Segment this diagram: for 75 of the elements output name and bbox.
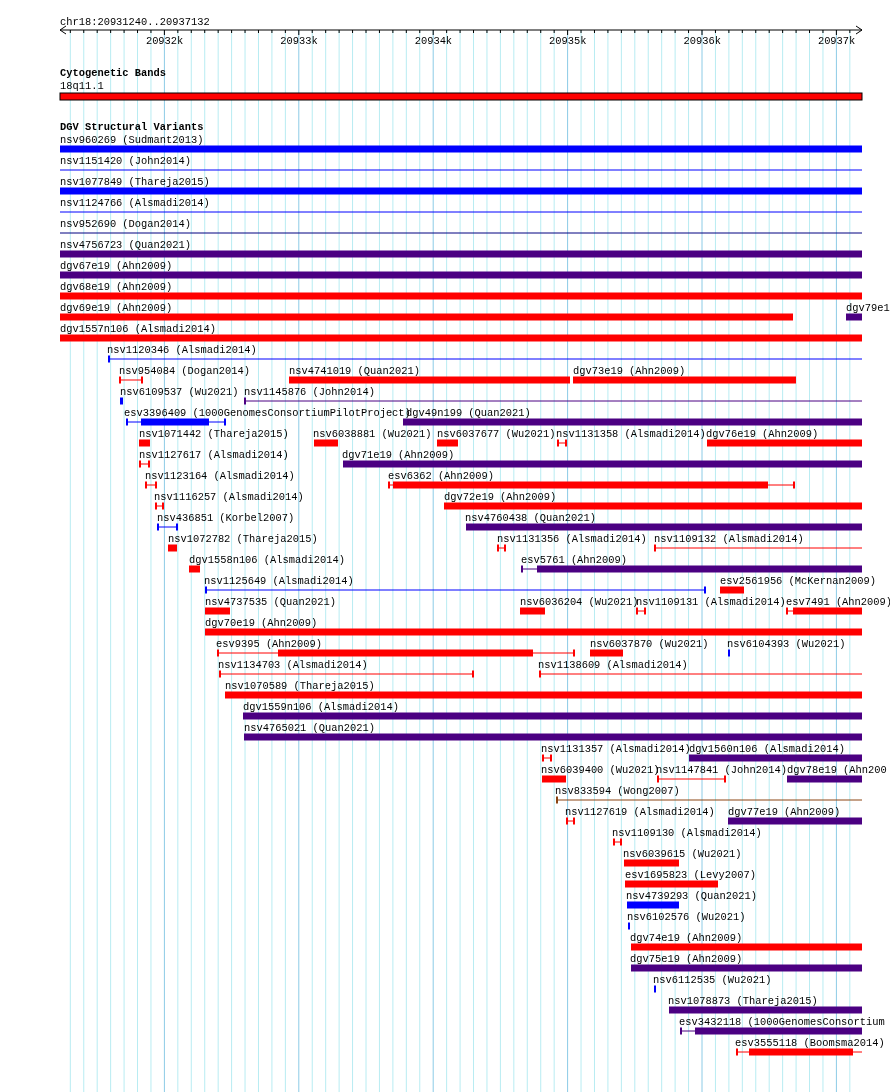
variant-label: dgv72e19 (Ahn2009) xyxy=(444,491,557,503)
variant-label: nsv4741019 (Quan2021) xyxy=(289,365,420,377)
variant-label: nsv1072782 (Thareja2015) xyxy=(168,533,318,545)
variant-label: nsv6109537 (Wu2021) xyxy=(120,386,239,398)
track-title: Cytogenetic Bands xyxy=(60,67,166,79)
variant-label: nsv1124766 (Alsmadi2014) xyxy=(60,197,210,209)
variant-label: dgv1558n106 (Alsmadi2014) xyxy=(189,554,345,566)
variant-label: nsv1134703 (Alsmadi2014) xyxy=(218,659,368,671)
variant-label: dgv1557n106 (Alsmadi2014) xyxy=(60,323,216,335)
variant-label: nsv6037677 (Wu2021) xyxy=(437,428,556,440)
variant-label: nsv4737535 (Quan2021) xyxy=(205,596,336,608)
variant-label: nsv1131358 (Alsmadi2014) xyxy=(556,428,706,440)
variant-label: dgv1559n106 (Alsmadi2014) xyxy=(243,701,399,713)
variant-label: nsv6102576 (Wu2021) xyxy=(627,911,746,923)
variant-label: nsv1109130 (Alsmadi2014) xyxy=(612,827,762,839)
variant-label: esv5761 (Ahn2009) xyxy=(521,554,627,566)
variant-label: nsv6038881 (Wu2021) xyxy=(313,428,432,440)
variant-label: esv3555118 (Boomsma2014) xyxy=(735,1037,885,1049)
variant-label: esv6362 (Ahn2009) xyxy=(388,470,494,482)
variant-label: nsv436851 (Korbel2007) xyxy=(157,512,295,524)
variant-label: esv2561956 (McKernan2009) xyxy=(720,575,876,587)
variant-label: nsv1109131 (Alsmadi2014) xyxy=(636,596,786,608)
variant-label: dgv73e19 (Ahn2009) xyxy=(573,365,686,377)
variant-label: nsv4760438 (Quan2021) xyxy=(465,512,596,524)
variant-label: dgv69e19 (Ahn2009) xyxy=(60,302,173,314)
variant-label: nsv1145876 (John2014) xyxy=(244,386,375,398)
variant-label: esv3432118 (1000GenomesConsortium xyxy=(679,1016,885,1028)
tick-label: 20936k xyxy=(683,35,721,47)
variant-label: dgv76e19 (Ahn2009) xyxy=(706,428,819,440)
variant-label: esv7491 (Ahn2009) xyxy=(786,596,890,608)
variant-label: nsv960269 (Sudmant2013) xyxy=(60,134,204,146)
variant-label: dgv67e19 (Ahn2009) xyxy=(60,260,173,272)
variant-label: nsv1131356 (Alsmadi2014) xyxy=(497,533,647,545)
variant-label: nsv833594 (Wong2007) xyxy=(555,785,680,797)
variant-label: nsv4739293 (Quan2021) xyxy=(626,890,757,902)
tick-label: 20932k xyxy=(145,35,184,47)
variant-label: nsv1123164 (Alsmadi2014) xyxy=(145,470,295,482)
variant-label: dgv75e19 (Ahn2009) xyxy=(630,953,743,965)
variant-label: nsv954084 (Dogan2014) xyxy=(119,365,250,377)
variant-label: dgv78e19 (Ahn200 xyxy=(787,764,887,776)
tick-label: 20937k xyxy=(817,35,856,47)
tick-label: 20933k xyxy=(280,35,318,47)
variant-label: nsv1127617 (Alsmadi2014) xyxy=(139,449,289,461)
variant-label: nsv1151420 (John2014) xyxy=(60,155,191,167)
variant-label: nsv1116257 (Alsmadi2014) xyxy=(154,491,304,503)
variant-label: nsv1078873 (Thareja2015) xyxy=(668,995,818,1007)
variant-label: dgv79e1 xyxy=(846,302,890,314)
track-title: DGV Structural Variants xyxy=(60,121,204,133)
variant-label: nsv1077849 (Thareja2015) xyxy=(60,176,210,188)
variant-label: nsv6104393 (Wu2021) xyxy=(727,638,846,650)
variant-label: nsv1127619 (Alsmadi2014) xyxy=(565,806,715,818)
variant-label: nsv952690 (Dogan2014) xyxy=(60,218,191,230)
variant-label: dgv74e19 (Ahn2009) xyxy=(630,932,743,944)
variant-label: nsv6039615 (Wu2021) xyxy=(623,848,742,860)
coordinate-range-label: chr18:20931240..20937132 xyxy=(60,16,210,28)
variant-label: dgv70e19 (Ahn2009) xyxy=(205,617,318,629)
variant-label: dgv1560n106 (Alsmadi2014) xyxy=(689,743,845,755)
tick-label: 20934k xyxy=(414,35,453,47)
variant-label: nsv4756723 (Quan2021) xyxy=(60,239,191,251)
variant-label: dgv68e19 (Ahn2009) xyxy=(60,281,173,293)
variant-label: nsv1070589 (Thareja2015) xyxy=(225,680,375,692)
variant-label: nsv1109132 (Alsmadi2014) xyxy=(654,533,804,545)
variant-label: nsv6112535 (Wu2021) xyxy=(653,974,772,986)
variant-label: dgv77e19 (Ahn2009) xyxy=(728,806,841,818)
variant-label: dgv71e19 (Ahn2009) xyxy=(342,449,455,461)
variant-label: nsv1071442 (Thareja2015) xyxy=(139,428,289,440)
tick-label: 20935k xyxy=(549,35,587,47)
band-label: 18q11.1 xyxy=(60,80,104,92)
variant-label: nsv1138609 (Alsmadi2014) xyxy=(538,659,688,671)
variant-label: nsv4765021 (Quan2021) xyxy=(244,722,375,734)
variant-label: esv1695823 (Levy2007) xyxy=(625,869,756,881)
variant-label: nsv1125649 (Alsmadi2014) xyxy=(204,575,354,587)
variant-label: esv9395 (Ahn2009) xyxy=(216,638,322,650)
variant-label: nsv1120346 (Alsmadi2014) xyxy=(107,344,257,356)
variant-label: nsv6037870 (Wu2021) xyxy=(590,638,709,650)
